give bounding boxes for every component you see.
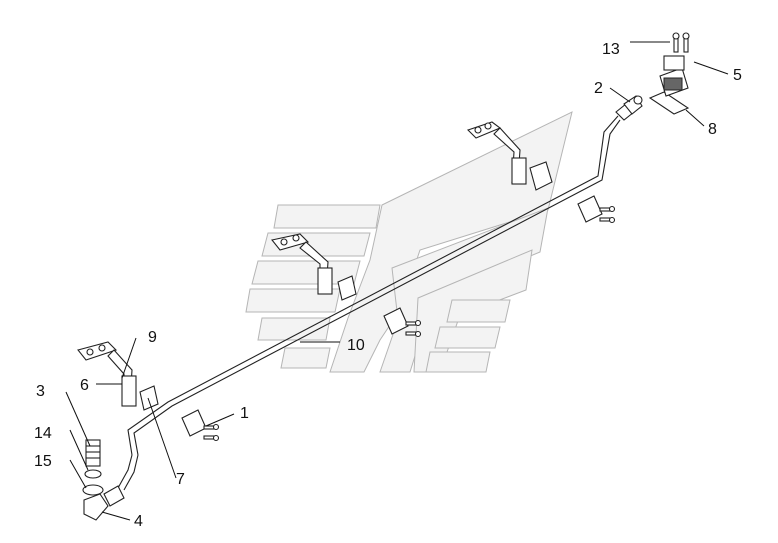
- clamp-assembly-top: [648, 32, 690, 115]
- callout-7: 7: [176, 471, 185, 488]
- callout-13: 13: [602, 41, 620, 58]
- callout-2: 2: [594, 80, 603, 97]
- leader-lines: [65, 41, 729, 521]
- callout-1: 1: [240, 405, 249, 422]
- callout-14: 14: [34, 425, 52, 442]
- pipe-fitting-top: [615, 95, 643, 121]
- clamp-block-lower: [181, 409, 220, 442]
- callout-10: 10: [347, 337, 365, 354]
- bracket-middle: [271, 233, 357, 301]
- callout-9: 9: [148, 329, 157, 346]
- clamp-block-center: [383, 307, 422, 338]
- callout-3: 3: [36, 383, 45, 400]
- callout-8: 8: [708, 121, 717, 138]
- main-pipe: [117, 115, 621, 491]
- callout-4: 4: [134, 513, 143, 530]
- bracket-lower: [77, 341, 159, 411]
- callout-5: 5: [733, 67, 742, 84]
- bracket-upper: [466, 121, 553, 191]
- clamp-block-right: [577, 195, 616, 224]
- callout-15: 15: [34, 453, 52, 470]
- lower-fittings: [82, 439, 125, 521]
- callout-6: 6: [80, 377, 89, 394]
